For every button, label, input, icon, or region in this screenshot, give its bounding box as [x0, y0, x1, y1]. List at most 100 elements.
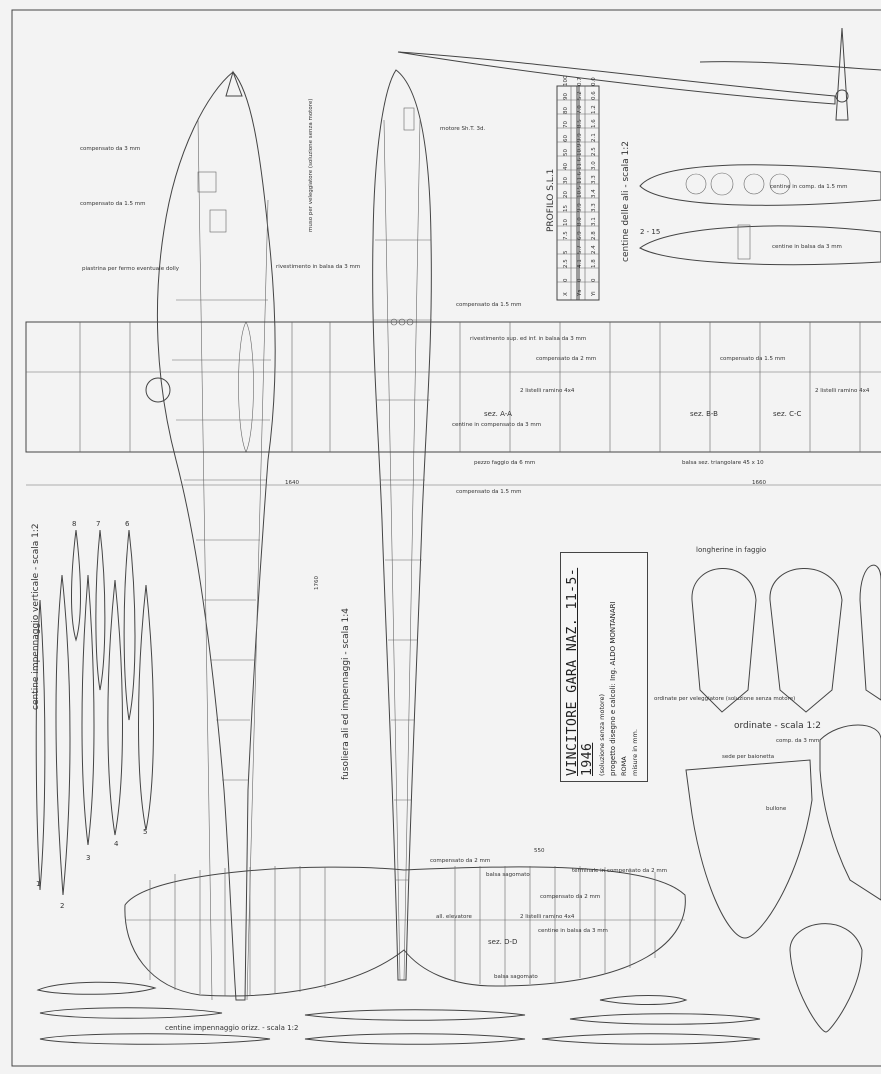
profile-table-cell: 10 [563, 219, 569, 226]
profile-table-cell: Ys [577, 290, 583, 297]
title-block-text: VINCITORE GARA NAZ. 11-5-1946 (soluzione… [565, 558, 643, 776]
profile-table-cell: 7.0 [577, 105, 583, 114]
profile-table-cell: 11.6 [577, 157, 583, 170]
label-rivestimento: rivestimento in balsa da 3 mm [276, 264, 360, 270]
label-centine-comp: centine in compensato da 3 mm [452, 422, 541, 428]
label-longherine: longherine in faggio [696, 546, 766, 554]
profile-table-cell: 2.1 [591, 133, 597, 142]
label-centine-comp-ala: centine in comp. da 1.5 mm [770, 184, 848, 190]
label-sez-dd: sez. D-D [488, 938, 517, 946]
label-all-elev: all. elevatore [436, 914, 473, 920]
rib-number-2: 2 [60, 902, 64, 910]
label-sez22: 2 - 15 [640, 228, 660, 236]
profile-table-cell: 9.9 [577, 203, 583, 212]
profile-table-cell: 5.2 [577, 91, 583, 100]
profile-table-cell: 2.8 [591, 231, 597, 240]
label-comp3: compensato da 3 mm [80, 146, 140, 152]
profile-table-cell: 7.5 [563, 231, 569, 240]
profile-table-cell: 2.5 [563, 259, 569, 268]
profile-table-cell: 10.9 [577, 143, 583, 156]
label-listelli-b: 2 listelli ramino 4x4 [815, 388, 870, 394]
horizontal-tail-ribs [36, 981, 761, 1045]
profile-table-cell: 5 [563, 250, 569, 254]
profile-table-cell: Yi [591, 291, 597, 297]
profile-table-cell: 3.3 [591, 203, 597, 212]
label-comp15-c: compensato da 1.5 mm [720, 356, 785, 362]
profile-table-cell: 1.6 [591, 119, 597, 128]
glider-silhouette [397, 27, 881, 121]
label-sez-bb: sez. B-B [690, 410, 718, 418]
label-dim1760: 1760 [314, 576, 320, 590]
rib-number-6: 6 [125, 520, 130, 528]
rib-number-5: 5 [143, 828, 147, 836]
title-city: ROMA [620, 756, 628, 776]
label-comp3b: comp. da 3 mm [776, 738, 819, 744]
horizontal-tail [124, 866, 686, 997]
rib-number-1: 1 [36, 880, 40, 888]
drawing-labels: compensato da 3 mm compensato da 1.5 mm … [31, 99, 870, 1032]
rib-number-7: 7 [96, 520, 100, 528]
label-ordinate: ordinate - scala 1:2 [734, 721, 821, 731]
profile-table-cell: 80 [563, 107, 569, 114]
label-sez-cc: sez. C-C [773, 410, 801, 418]
label-dim550: 550 [534, 848, 545, 854]
fuselage-formers [685, 564, 881, 1033]
label-comp15: compensato da 1.5 mm [80, 201, 145, 207]
label-comp15-d: compensato da 1.5 mm [456, 489, 521, 495]
label-sez-aa: sez. A-A [484, 410, 512, 418]
label-centine-balsa: centine in balsa da 3 mm [772, 244, 842, 250]
title-units: misure in mm. [631, 729, 639, 776]
profile-table-cell: 2.4 [591, 245, 597, 254]
label-ordinate-vel: ordinate per veleggiatore (soluzione sen… [654, 696, 795, 702]
label-orizz: centine impennaggio orizz. - scala 1:2 [165, 1024, 298, 1032]
label-sede-baionetta: sede per baionetta [722, 754, 774, 760]
profile-table-cell: 3.1 [591, 217, 597, 226]
profile-table-cell: 15 [563, 205, 569, 212]
profile-table-cell: 0 [563, 278, 569, 282]
label-centine-balsa3: centine in balsa da 3 mm [538, 928, 608, 934]
profile-table-cell: 100 [563, 75, 569, 86]
profile-table-cell: 8.0 [577, 217, 583, 226]
label-riv-sup: rivestimento sup. ed inf. in balsa da 3 … [470, 336, 586, 342]
profile-table-cell: 10.5 [577, 185, 583, 198]
rib-number-3: 3 [86, 854, 90, 862]
wing-ribs [639, 164, 881, 266]
profile-table-cell: 90 [563, 93, 569, 100]
profile-table-cell: 9.9 [577, 133, 583, 142]
label-listelli-c: 2 listelli ramino 4x4 [520, 914, 575, 920]
label-centine-ali: centine delle ali - scala 1:2 [621, 141, 631, 262]
profile-table-cell: 20 [563, 191, 569, 198]
title-subtitle: (soluzione senza motore) [598, 693, 606, 776]
label-pezzo-faggio: pezzo faggio da 6 mm [474, 460, 535, 466]
label-balsa-tri: balsa sez. triangolare 45 x 10 [682, 460, 764, 466]
wing-planform [25, 321, 881, 486]
label-dim1660: 1660 [752, 480, 766, 486]
label-motore: motore Sh.T. 3d. [440, 126, 485, 132]
profile-table-cell: 0.0 [591, 77, 597, 86]
profile-table-cell: 3.3 [591, 175, 597, 184]
label-dim1640: 1640 [285, 480, 299, 486]
label-vert: centine impennaggio verticale - scala 1:… [31, 523, 41, 710]
profile-table-cell: X [563, 292, 569, 296]
profile-table-cell: 2.5 [591, 147, 597, 156]
vertical-tail-ribs [35, 529, 154, 896]
label-comp15-b: compensato da 1.5 mm [456, 302, 521, 308]
profile-table-cell: 3.0 [591, 161, 597, 170]
profile-table-cell: 30 [563, 177, 569, 184]
label-muso: muso per veleggiatore (soluzione senza m… [308, 99, 314, 232]
profile-table-cell: 0.6 [591, 91, 597, 100]
profile-table-cell: 0 [577, 278, 583, 282]
rib-number-4: 4 [114, 840, 119, 848]
label-profile-name: PROFILO S.L.1 [546, 169, 556, 232]
profile-table-cell: 60 [563, 135, 569, 142]
profile-table-cell: 1.8 [591, 259, 597, 268]
profile-table-cell: 70 [563, 121, 569, 128]
profile-table [556, 85, 600, 301]
label-balsa-sag: balsa sagomato [486, 872, 530, 878]
title-block: VINCITORE GARA NAZ. 11-5-1946 (soluzione… [560, 552, 648, 782]
label-comp2-c: compensato da 2 mm [540, 894, 600, 900]
profile-table-cell: 5.7 [577, 245, 583, 254]
profile-table-cell: 6.9 [577, 231, 583, 240]
label-fusoliera: fusoliera ali ed impennaggi - scala 1:4 [341, 608, 351, 780]
